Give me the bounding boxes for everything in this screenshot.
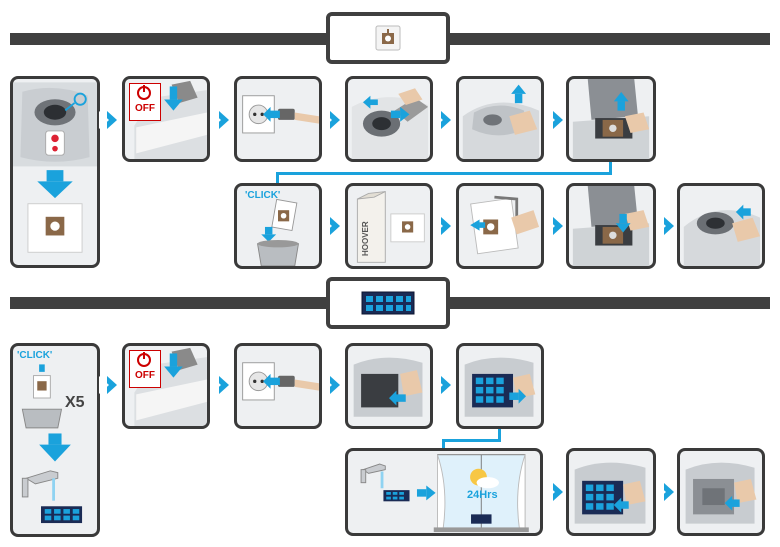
step-remove-filter xyxy=(456,343,544,429)
push-holder-illustration xyxy=(572,186,650,266)
unplug-illustration-2 xyxy=(242,362,319,401)
open-filter-cover-illustration xyxy=(353,357,423,417)
step-bag-full-indicator xyxy=(10,76,100,268)
dry-time-label: 24Hrs xyxy=(467,489,498,501)
unplug-illustration xyxy=(242,95,319,134)
step-fit-new-bag xyxy=(456,183,544,269)
step-arrow-7 xyxy=(433,217,451,235)
wash-dry-illustration xyxy=(360,454,529,533)
pull-bag-illustration xyxy=(572,79,650,159)
step-arrow-14 xyxy=(545,483,563,501)
off-label: OFF xyxy=(135,103,155,114)
step-close-filter-cover xyxy=(677,448,765,536)
flow-connector-vertical-1 xyxy=(609,162,612,174)
off-switch-icon: OFF xyxy=(129,83,161,121)
empty-and-wash-illustration xyxy=(21,364,83,524)
section-header-filter xyxy=(326,277,450,329)
flow-connector-horizontal-2 xyxy=(442,439,501,442)
dispose-bag-illustration xyxy=(256,198,300,266)
off-label-2: OFF xyxy=(135,370,155,381)
flow-connector-vertical-4 xyxy=(442,439,445,449)
step-arrow-6 xyxy=(322,217,340,235)
flow-connector-vertical-2 xyxy=(276,172,279,184)
click-label-filter: 'CLICK' xyxy=(17,350,53,361)
dust-bag-icon xyxy=(375,25,401,51)
flow-connector-horizontal-1 xyxy=(276,172,612,175)
step-arrow-9 xyxy=(656,217,674,235)
step-arrow-3 xyxy=(322,111,340,129)
step-close-lid xyxy=(677,183,765,269)
flow-connector-vertical-3 xyxy=(498,429,501,441)
step-switch-off-2: OFF xyxy=(122,343,210,429)
remove-hose-illustration xyxy=(351,88,429,159)
step-push-holder-down xyxy=(566,183,656,269)
power-symbol-icon-2 xyxy=(137,352,151,367)
repeat-count-label: X5 xyxy=(65,394,85,411)
step-pull-bag-up xyxy=(566,76,656,162)
close-lid-illustration xyxy=(683,204,761,266)
step-arrow-11 xyxy=(211,376,229,394)
filter-icon xyxy=(361,291,415,315)
remove-filter-illustration xyxy=(464,357,536,417)
step-arrow-1 xyxy=(99,111,117,129)
click-label: 'CLICK' xyxy=(245,190,281,201)
open-lid-illustration xyxy=(462,84,540,159)
step-refit-filter xyxy=(566,448,656,536)
step-open-lid xyxy=(456,76,544,162)
refit-filter-illustration xyxy=(574,462,646,524)
step-empty-and-wash: 'CLICK' X5 xyxy=(10,343,100,537)
step-arrow-12 xyxy=(322,376,340,394)
new-bag-box-illustration xyxy=(356,190,425,263)
step-arrow-8 xyxy=(545,217,563,235)
step-arrow-13 xyxy=(433,376,451,394)
section-header-dust-bag xyxy=(326,12,450,64)
step-dispose-bag: 'CLICK' xyxy=(234,183,322,269)
switch-off-illustration xyxy=(134,80,207,159)
step-wash-and-dry: 24Hrs xyxy=(345,448,543,536)
step-arrow-10 xyxy=(99,376,117,394)
step-unplug-2 xyxy=(234,343,322,429)
step-new-bag: HOOVER xyxy=(345,183,433,269)
fit-bag-illustration xyxy=(470,195,540,255)
box-brand-label: HOOVER xyxy=(361,221,370,256)
step-unplug xyxy=(234,76,322,162)
step-arrow-5 xyxy=(545,111,563,129)
step-arrow-4 xyxy=(433,111,451,129)
step-remove-hose xyxy=(345,76,433,162)
step-arrow-15 xyxy=(656,483,674,501)
step-open-filter-cover xyxy=(345,343,433,429)
off-switch-icon-2: OFF xyxy=(129,350,161,388)
close-filter-cover-illustration xyxy=(685,462,757,524)
step-arrow-2 xyxy=(211,111,229,129)
vacuum-top-view-illustration xyxy=(13,82,97,253)
power-symbol-icon xyxy=(137,85,151,100)
step-switch-off: OFF xyxy=(122,76,210,162)
